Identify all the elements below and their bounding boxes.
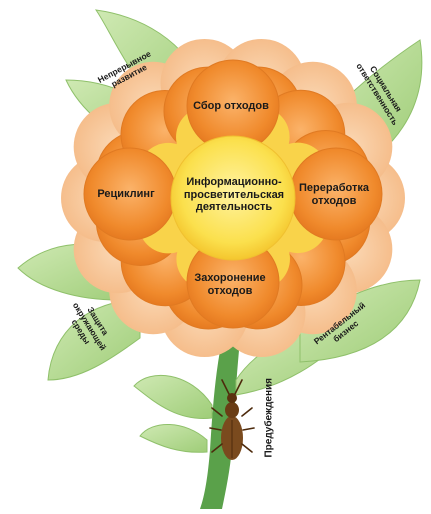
stem-leaf-left-lower	[139, 424, 208, 453]
beetle-icon	[209, 379, 255, 460]
petal-label-top: Сбор отходов	[193, 100, 269, 112]
flower-center	[170, 135, 296, 261]
stem-leaf-left	[133, 374, 213, 419]
petal-label-bottom: Захоронение отходов	[194, 272, 266, 297]
stem	[200, 340, 240, 509]
petal-label-right: Переработка отходов	[299, 182, 369, 207]
leaf-bottom-left-2	[47, 299, 141, 381]
center-label: Информационно- просветительская деятельн…	[183, 176, 285, 214]
petal-label-left: Рециклинг	[97, 188, 155, 200]
flower-head	[61, 38, 405, 358]
stem-label: Предубеждения	[263, 377, 275, 458]
